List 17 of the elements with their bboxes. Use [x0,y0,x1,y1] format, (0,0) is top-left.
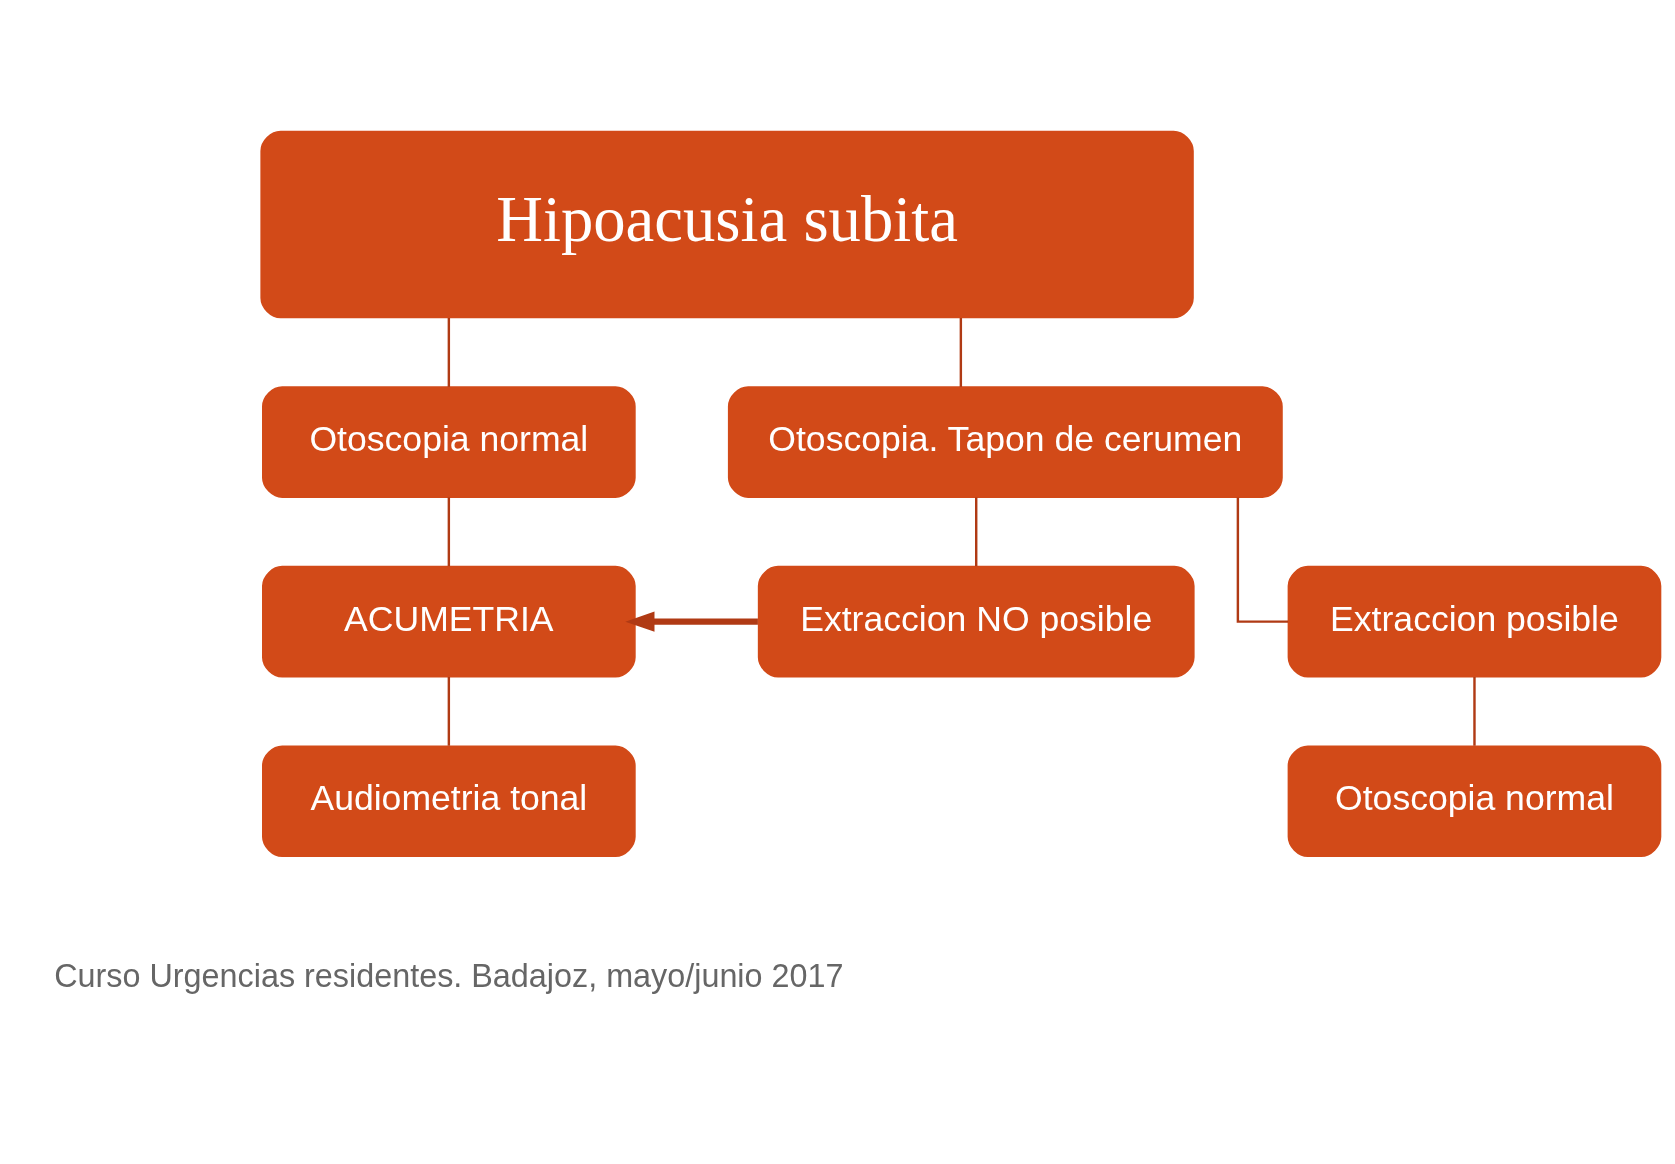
connector [975,497,978,567]
connector [447,497,451,567]
connector [447,677,451,746]
node-box: Extraccion NO posible [757,565,1195,678]
node-box: Audiometria tonal [262,745,636,857]
connector [1473,677,1476,746]
arrow [625,611,758,632]
node-box: Otoscopia normal [1287,745,1662,857]
connector [1236,497,1289,623]
node-box: Extraccion posible [1287,565,1662,678]
label: Curso Urgencias residentes. Badajoz, mayo/junio 2017 [54,958,844,995]
node-box: Otoscopia normal [262,386,636,498]
node-box: Hipoacusia subita [260,130,1194,319]
node-box: Otoscopia. Tapon de cerumen [727,386,1283,498]
connector [447,318,451,387]
connector [959,318,963,387]
node-box: ACUMETRIA [262,565,636,678]
